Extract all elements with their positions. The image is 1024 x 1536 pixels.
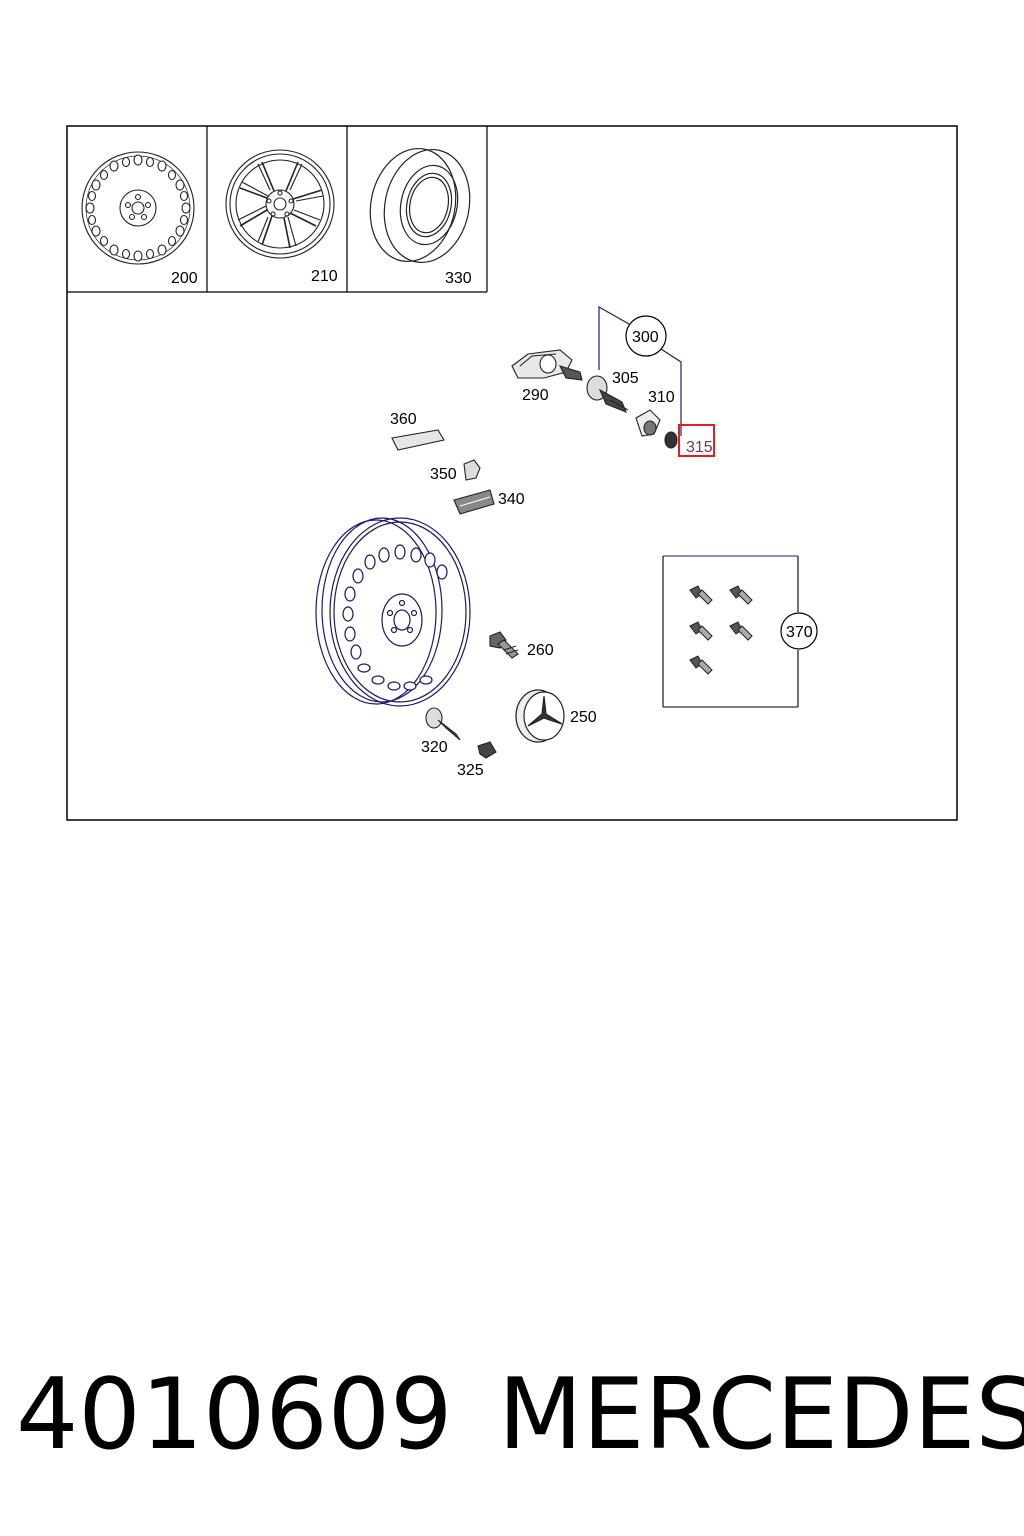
part-label-360[interactable]: 360 — [390, 411, 417, 428]
part-number: 4010609 — [16, 1358, 453, 1472]
footer-caption: 4010609 MERCEDES — [0, 1355, 1024, 1475]
part-label-260[interactable]: 260 — [527, 642, 554, 659]
part-label-370[interactable]: 370 — [786, 624, 813, 641]
rim-valve-part[interactable] — [425, 707, 461, 741]
thumbnail-strip — [67, 126, 488, 293]
hub-cap-part[interactable] — [515, 689, 565, 743]
parts-diagram: 200 210 330 300 — [66, 125, 958, 821]
tire-thumbnail[interactable] — [360, 141, 480, 271]
steel-wheel-thumbnail[interactable] — [81, 151, 195, 265]
rim-valve-cap-part[interactable] — [477, 741, 497, 759]
wheel-bolt-part[interactable] — [489, 631, 519, 659]
thumbnail-label-210[interactable]: 210 — [311, 268, 338, 285]
callout-circle-300[interactable] — [625, 315, 667, 357]
adhesive-weight-part[interactable] — [391, 429, 445, 451]
highlight-box-315 — [678, 424, 715, 457]
valve-cap-part[interactable] — [664, 431, 678, 449]
part-label-325[interactable]: 325 — [457, 762, 484, 779]
valve-nut-part[interactable] — [635, 409, 661, 437]
part-label-250[interactable]: 250 — [570, 709, 597, 726]
bolt-set-part[interactable] — [689, 585, 753, 675]
valve-stem-part[interactable] — [586, 375, 629, 413]
part-label-300[interactable]: 300 — [632, 329, 659, 346]
part-label-305[interactable]: 305 — [612, 370, 639, 387]
alloy-wheel-thumbnail[interactable] — [225, 149, 335, 259]
part-label-310[interactable]: 310 — [648, 389, 675, 406]
part-label-350[interactable]: 350 — [430, 466, 457, 483]
part-label-320[interactable]: 320 — [421, 739, 448, 756]
thumbnail-label-330[interactable]: 330 — [445, 270, 472, 287]
part-label-340[interactable]: 340 — [498, 491, 525, 508]
tpms-sensor-part[interactable] — [511, 349, 583, 381]
diagram-frame — [66, 125, 958, 821]
balance-weight-part[interactable] — [453, 489, 495, 515]
part-label-290[interactable]: 290 — [522, 387, 549, 404]
callout-circle-370[interactable] — [780, 612, 818, 650]
callout-bracket-300 — [598, 305, 682, 436]
brand-name: MERCEDES — [498, 1358, 1024, 1472]
part-label-315[interactable]: 315 — [686, 439, 713, 456]
clip-weight-part[interactable] — [463, 459, 481, 481]
main-steel-wheel[interactable] — [315, 517, 471, 707]
thumbnail-label-200[interactable]: 200 — [171, 270, 198, 287]
bolt-set-bracket — [662, 555, 799, 708]
